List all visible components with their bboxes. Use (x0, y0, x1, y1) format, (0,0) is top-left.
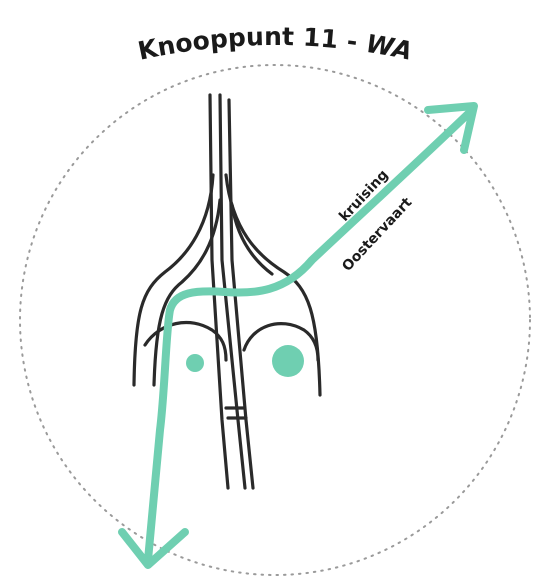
water-pond-small (186, 354, 204, 372)
right-inner-lane (232, 205, 272, 274)
diagram-title: Knooppunt 11 - WATER (0, 0, 413, 66)
water-pond-large (272, 345, 304, 377)
title-main: Knooppunt 11 - (135, 22, 368, 66)
left-outer-lane (134, 175, 213, 385)
area-boundary (20, 65, 530, 575)
